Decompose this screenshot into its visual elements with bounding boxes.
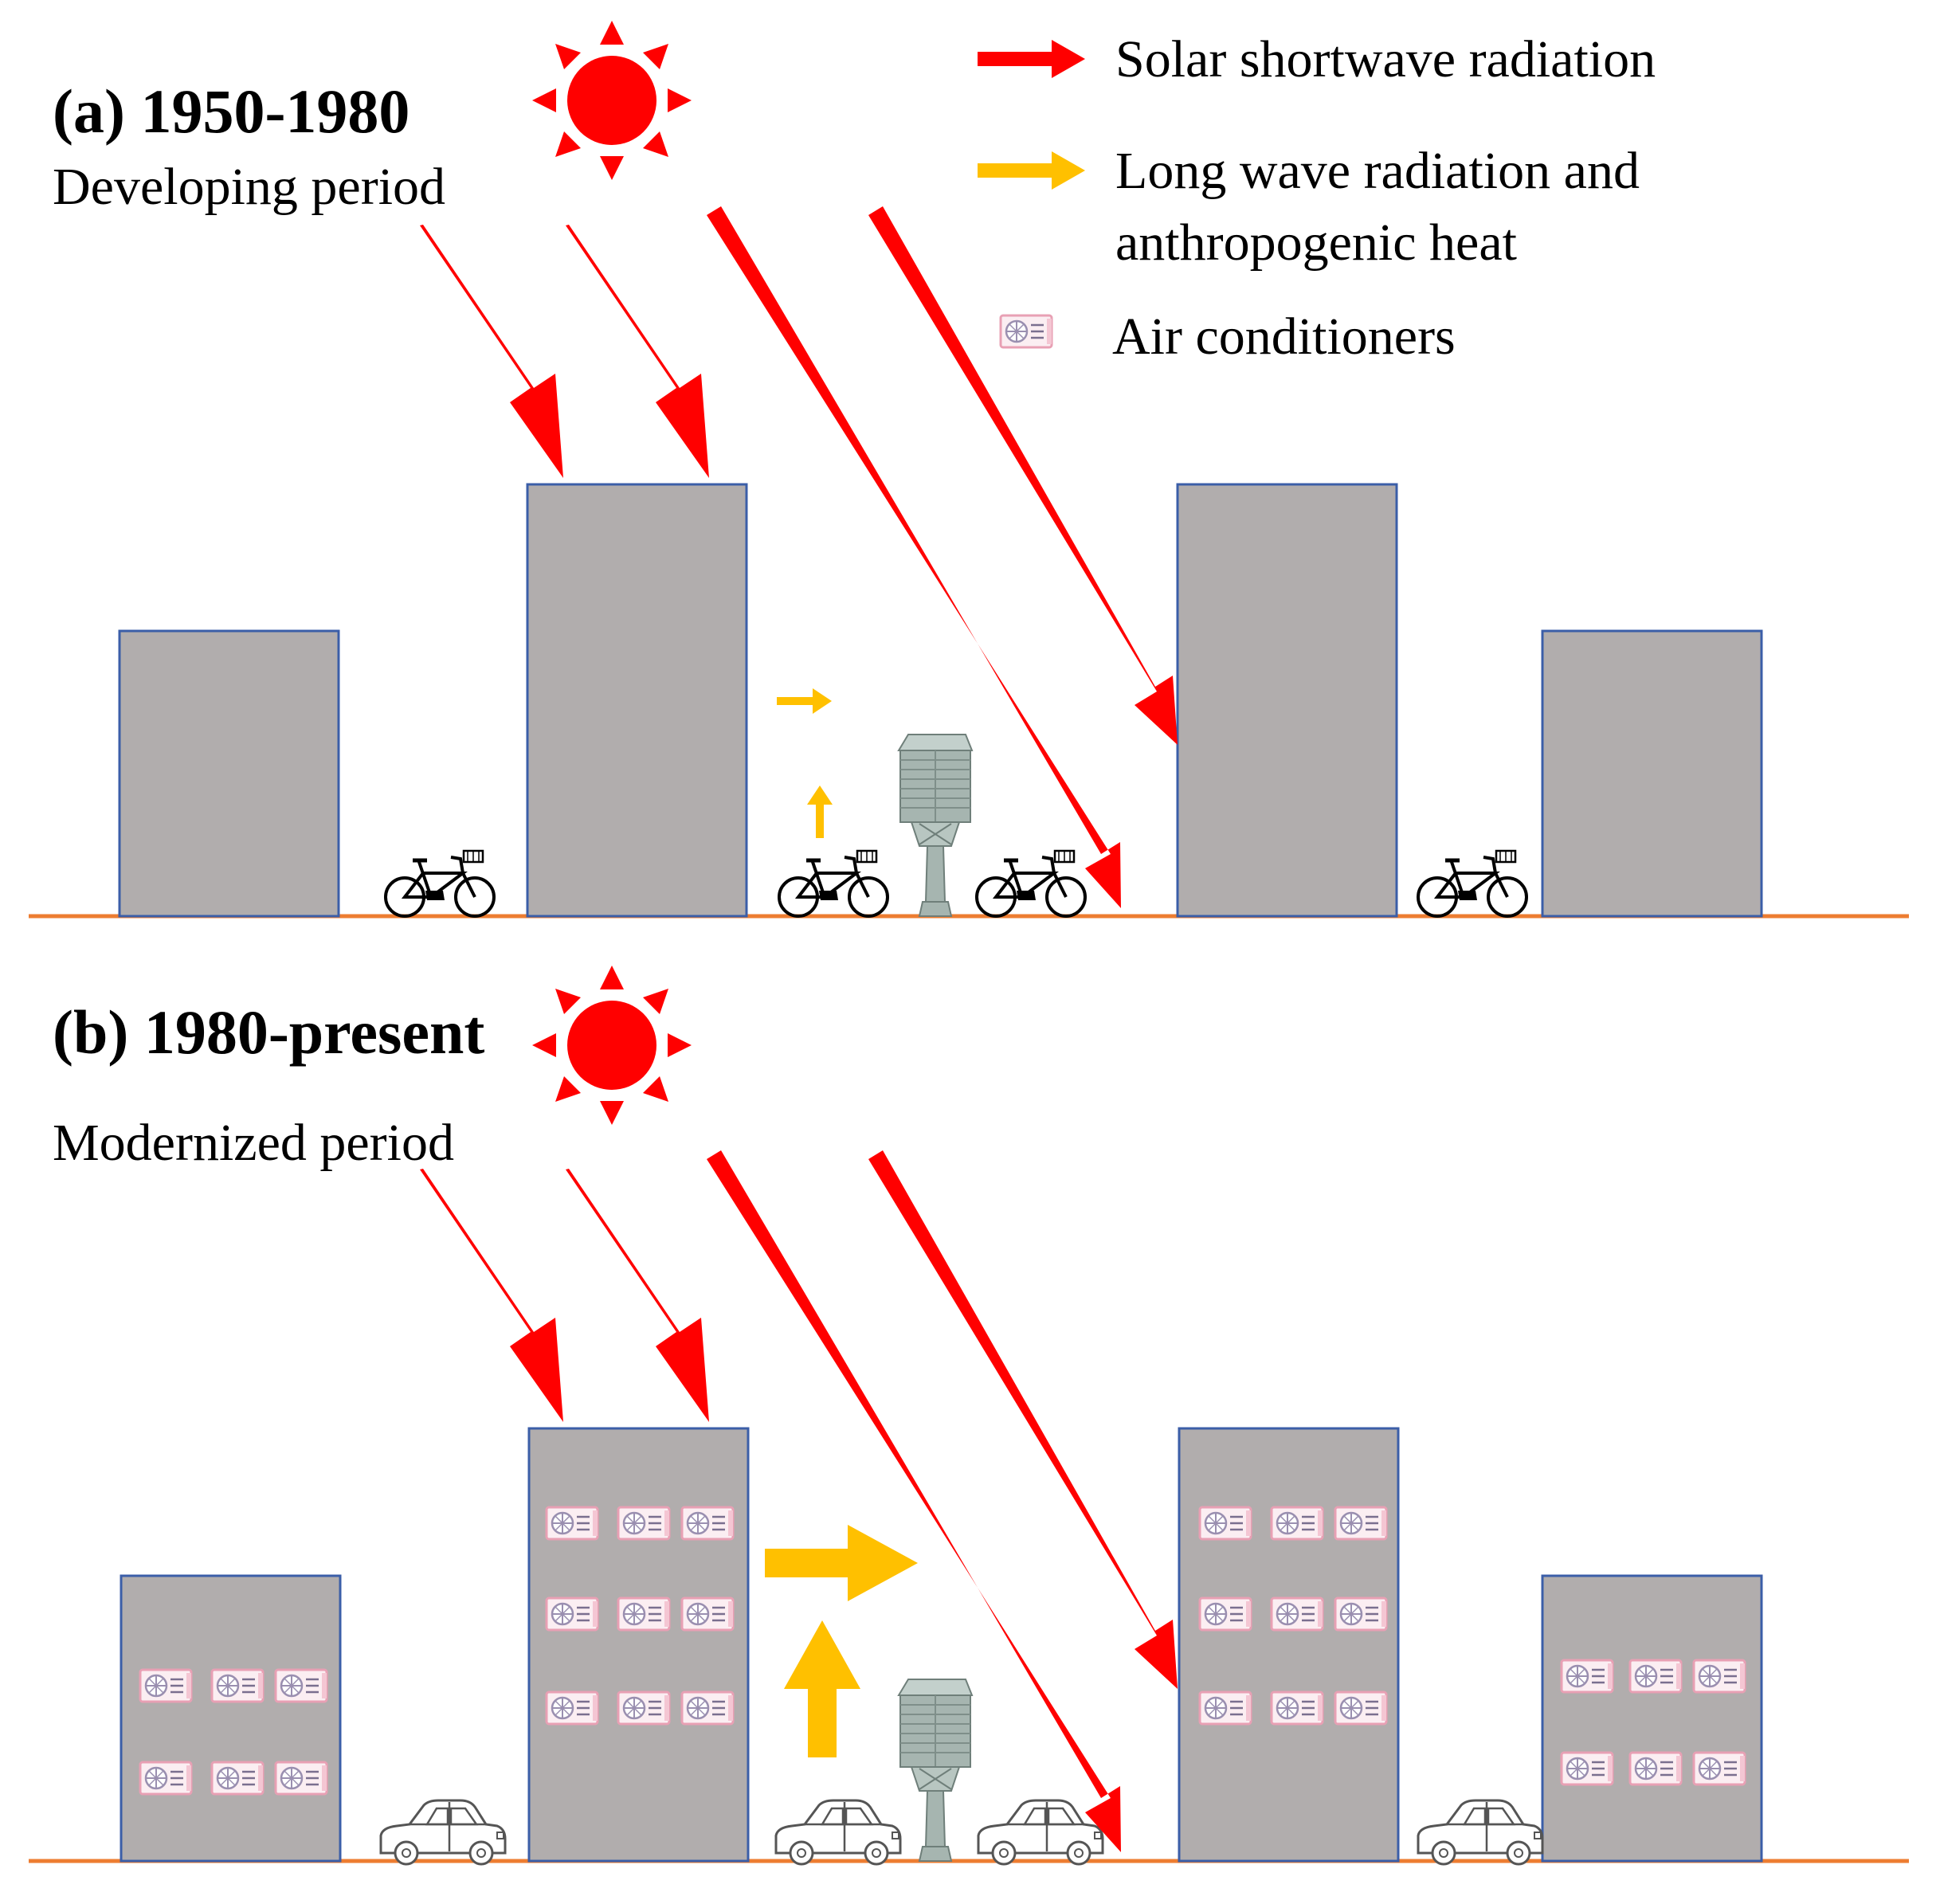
air-conditioner-icon <box>1198 1506 1252 1541</box>
air-conditioner-icon <box>617 1596 671 1632</box>
bicycle-icon <box>977 851 1085 916</box>
solar-arrow <box>420 225 563 478</box>
panel-a: (a) 1950-1980 Developing period <box>29 21 1909 919</box>
air-conditioner-icon <box>274 1668 328 1703</box>
air-conditioner-icon <box>999 314 1053 349</box>
air-conditioner-icon <box>1334 1596 1388 1632</box>
solar-arrow <box>707 1150 1121 1852</box>
solar-arrows <box>420 206 1178 908</box>
longwave-arrow-large-right <box>765 1525 918 1601</box>
building <box>526 483 748 918</box>
air-conditioner-icon <box>139 1761 193 1796</box>
legend-longwave-label-line2: anthropogenic heat <box>1115 214 1517 272</box>
weather-station-icon <box>898 734 973 917</box>
panel-b-subtitle: Modernized period <box>53 1114 454 1172</box>
longwave-arrow-large-up <box>784 1620 860 1757</box>
sun-icon <box>532 966 692 1125</box>
legend-solar-label: Solar shortwave radiation <box>1115 30 1656 88</box>
legend-solar-arrow <box>978 40 1085 78</box>
building <box>1178 1427 1400 1863</box>
building <box>120 1574 342 1863</box>
bicycle-icon <box>779 851 888 916</box>
air-conditioner-icon <box>617 1690 671 1726</box>
air-conditioner-icon <box>1628 1659 1683 1694</box>
air-conditioner-icon <box>545 1690 599 1726</box>
building <box>527 1427 750 1863</box>
solar-arrow <box>868 1150 1178 1689</box>
air-conditioner-icon <box>139 1668 193 1703</box>
longwave-arrow-small-right <box>777 688 832 714</box>
air-conditioner-icon <box>1692 1751 1746 1786</box>
building <box>1176 483 1398 918</box>
building <box>1541 629 1763 918</box>
weather-station-icon <box>898 1679 973 1862</box>
air-conditioner-icon <box>1334 1506 1388 1541</box>
legend-ac-label: Air conditioners <box>1112 308 1456 366</box>
air-conditioner-icon <box>1270 1596 1324 1632</box>
longwave-arrow-small-up <box>807 785 833 838</box>
car-icon <box>1417 1799 1544 1866</box>
air-conditioner-icon <box>680 1596 735 1632</box>
solar-arrow <box>566 225 709 478</box>
air-conditioner-icon <box>274 1761 328 1796</box>
air-conditioner-icon <box>617 1506 671 1541</box>
panel-a-subtitle: Developing period <box>53 158 445 216</box>
air-conditioner-icon <box>1270 1506 1324 1541</box>
building <box>1541 1574 1763 1863</box>
car-icon <box>379 1799 507 1866</box>
panel-a-title: (a) 1950-1980 <box>53 76 410 146</box>
air-conditioner-icon <box>210 1761 265 1796</box>
air-conditioner-icon <box>1334 1690 1388 1726</box>
solar-arrow <box>707 206 1121 908</box>
air-conditioner-icon <box>545 1506 599 1541</box>
solar-arrow <box>420 1169 563 1422</box>
air-conditioner-icon <box>1270 1690 1324 1726</box>
car-icon <box>774 1799 902 1866</box>
air-conditioner-icon <box>1198 1596 1252 1632</box>
air-conditioner-icon <box>545 1596 599 1632</box>
building <box>118 629 340 918</box>
air-conditioner-icon <box>1560 1659 1614 1694</box>
panel-b: (b) 1980-present Modernized period <box>29 966 1909 1866</box>
solar-arrow <box>868 206 1178 745</box>
air-conditioner-icon <box>210 1668 265 1703</box>
air-conditioner-icon <box>1198 1690 1252 1726</box>
legend-longwave-arrow <box>978 151 1085 190</box>
air-conditioner-icon <box>1628 1751 1683 1786</box>
panel-b-title: (b) 1980-present <box>53 997 484 1067</box>
car-icon <box>977 1799 1104 1866</box>
legend: Solar shortwave radiation Long wave radi… <box>978 30 1656 366</box>
legend-longwave-label-line1: Long wave radiation and <box>1115 142 1640 200</box>
bicycle-icon <box>1418 851 1526 916</box>
bicycle-icon <box>386 851 494 916</box>
solar-arrow <box>566 1169 709 1422</box>
air-conditioner-icon <box>680 1690 735 1726</box>
sun-icon <box>532 21 692 180</box>
air-conditioner-icon <box>1692 1659 1746 1694</box>
solar-arrows <box>420 1150 1178 1852</box>
air-conditioner-icon <box>680 1506 735 1541</box>
air-conditioner-icon <box>1560 1751 1614 1786</box>
